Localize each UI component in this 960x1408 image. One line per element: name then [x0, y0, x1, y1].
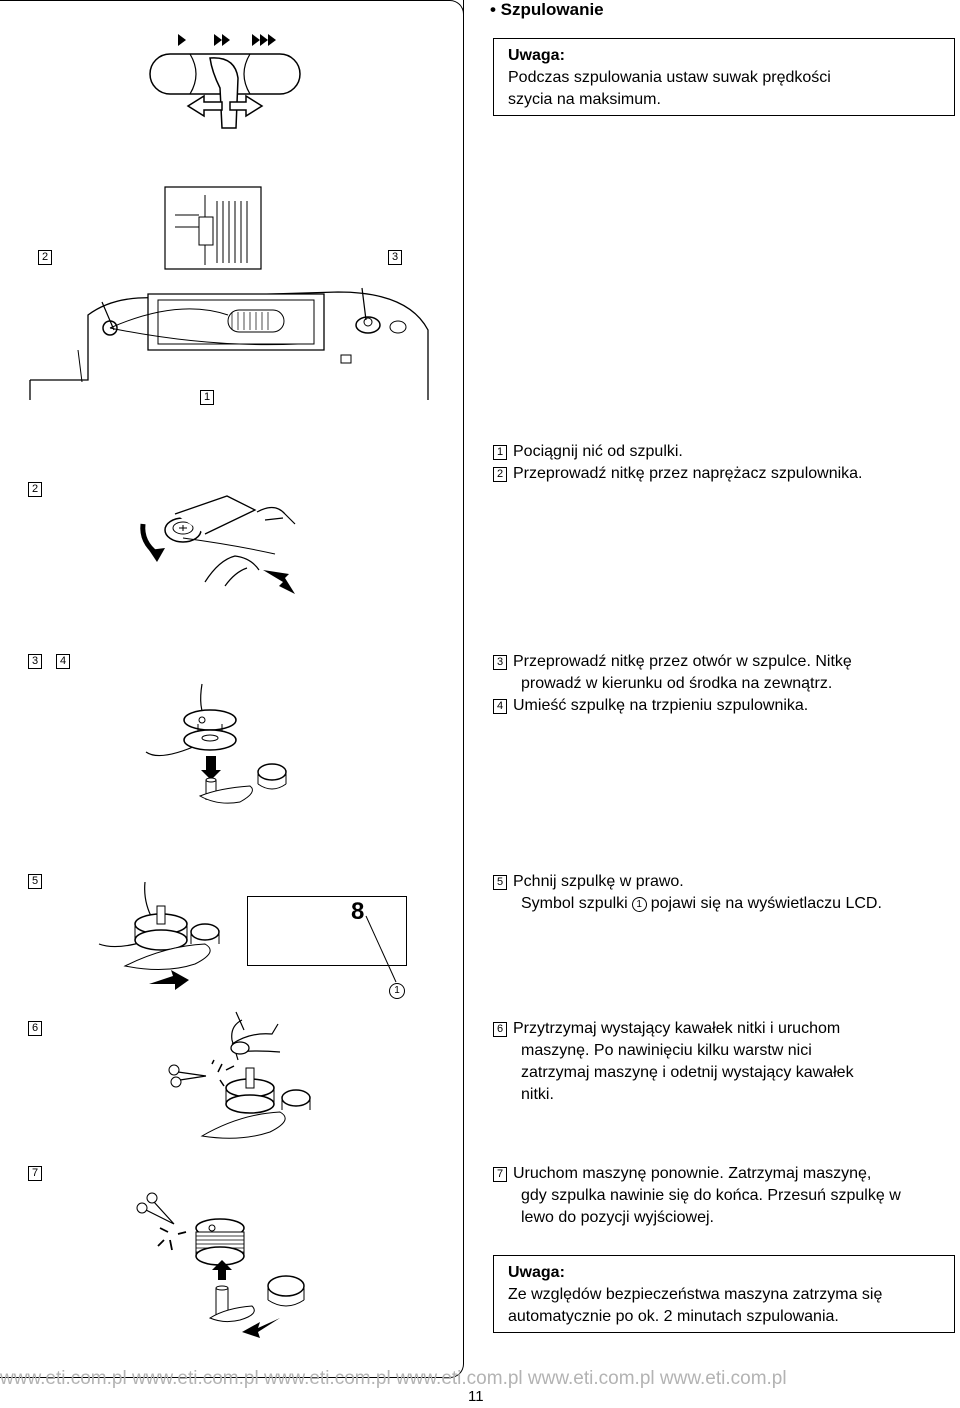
- step-7-number: 7: [493, 1167, 507, 1182]
- lcd-callout-line: [360, 910, 420, 990]
- step-3: 3 Przeprowadź nitkę przez otwór w szpulce…: [493, 651, 852, 673]
- fig1-label-1: 1: [200, 390, 214, 405]
- step-1-number: 1: [493, 445, 507, 460]
- step-6-text-4: nitki.: [521, 1086, 554, 1103]
- step-3-text-2: prowadź w kierunku od środka na zewnątrz…: [521, 675, 833, 692]
- push-bobbin-right-illustration: [95, 880, 235, 990]
- step-2-number: 2: [493, 467, 507, 482]
- step-4-number: 4: [493, 699, 507, 714]
- note-top-line-1: Podczas szpulowania ustaw suwak prędkośc…: [508, 69, 831, 86]
- step-1: 1 Pociągnij nić od szpulki.: [493, 441, 863, 463]
- fig4-label-5: 5: [28, 874, 42, 889]
- fig5-label-6: 6: [28, 1021, 42, 1036]
- step-7-text-3: lewo do pozycji wyjściowej.: [521, 1209, 714, 1226]
- steps-1-2: 1 Pociągnij nić od szpulki. 2 Przeprowadź …: [493, 441, 863, 485]
- bobbin-on-spindle-illustration: [140, 680, 320, 810]
- step-4-text: Umieść szpulkę na trzpieniu szpulownika.: [513, 697, 809, 714]
- step-7-text-2: gdy szpulka nawinie się do końca. Przesu…: [521, 1187, 901, 1204]
- step-7-text-1: Uruchom maszynę ponownie. Zatrzymaj masz…: [513, 1165, 872, 1182]
- step-6-block: 6 Przytrzymaj wystający kawałek nitki i u…: [493, 1018, 854, 1106]
- page-number: 11: [468, 1388, 484, 1405]
- full-bobbin-return-illustration: [130, 1188, 330, 1338]
- fig2-label-2: 2: [28, 482, 42, 497]
- step-7: 7 Uruchom maszynę ponownie. Zatrzymaj mas…: [493, 1163, 901, 1185]
- lcd-callout-1: 1: [389, 983, 405, 999]
- note-bottom-line-2: automatycznie po ok. 2 minutach szpulowa…: [508, 1308, 839, 1325]
- lcd-display: [247, 896, 407, 966]
- steps-3-4: 3 Przeprowadź nitkę przez otwór w szpulce…: [493, 651, 852, 717]
- step-4: 4 Umieść szpulkę na trzpieniu szpulownika…: [493, 695, 852, 717]
- fig3-label-3: 3: [28, 654, 42, 669]
- tension-disc-threading-illustration: [135, 490, 315, 594]
- step-6-text-2: maszynę. Po nawinięciu kilku warstw nici: [521, 1042, 812, 1059]
- step-6-text-3: zatrzymaj maszynę i odetnij wystający ka…: [521, 1064, 854, 1081]
- fig1-label-2: 2: [38, 250, 52, 265]
- note-top-title: Uwaga:: [508, 47, 565, 64]
- lcd-bobbin-symbol: 8: [351, 898, 365, 925]
- step-5-callout-ref: 1: [631, 897, 647, 912]
- step-5-text-2b: pojawi się na wyświetlaczu LCD.: [650, 895, 882, 912]
- fig6-label-7: 7: [28, 1166, 42, 1181]
- step-6-number: 6: [493, 1022, 507, 1037]
- note-bottom-line-1: Ze względów bezpieczeństwa maszyna zatrz…: [508, 1286, 883, 1303]
- step-5-text-1: Pchnij szpulkę w prawo.: [513, 873, 684, 890]
- step-6: 6 Przytrzymaj wystający kawałek nitki i u…: [493, 1018, 854, 1040]
- note-bottom: Uwaga: Ze względów bezpieczeństwa maszyn…: [493, 1255, 955, 1333]
- left-figure-frame: [0, 0, 464, 1378]
- step-2-text: Przeprowadź nitkę przez naprężacz szpulo…: [513, 465, 863, 482]
- fig3-label-4: 4: [56, 654, 70, 669]
- bobbin-winder-tension-inset: [165, 187, 265, 272]
- step-5-text-2a: Symbol szpulki: [521, 895, 628, 912]
- fig1-label-3: 3: [388, 250, 402, 265]
- footer-watermark-text: www.eti.com.pl www.eti.com.pl www.eti.co…: [0, 1368, 787, 1389]
- step-3-number: 3: [493, 655, 507, 670]
- note-top-line-2: szycia na maksimum.: [508, 91, 661, 108]
- step-3-text-1: Przeprowadź nitkę przez otwór w szpulce.…: [513, 653, 852, 670]
- speed-slider-illustration: [140, 34, 320, 138]
- step-5: 5 Pchnij szpulkę w prawo.: [493, 871, 882, 893]
- step-1-text: Pociągnij nić od szpulki.: [513, 443, 683, 460]
- note-top: Uwaga: Podczas szpulowania ustaw suwak p…: [493, 38, 955, 116]
- hold-thread-and-cut-illustration: [160, 1010, 330, 1150]
- step-5-number: 5: [493, 875, 507, 890]
- step-6-text-1: Przytrzymaj wystający kawałek nitki i ur…: [513, 1020, 841, 1037]
- note-bottom-title: Uwaga:: [508, 1264, 565, 1281]
- machine-top-threading-illustration: [28, 270, 468, 410]
- left-figure-frame-top: [0, 0, 464, 14]
- step-7-block: 7 Uruchom maszynę ponownie. Zatrzymaj mas…: [493, 1163, 901, 1229]
- section-title: • Szpulowanie: [490, 0, 604, 19]
- step-2: 2 Przeprowadź nitkę przez naprężacz szpul…: [493, 463, 863, 485]
